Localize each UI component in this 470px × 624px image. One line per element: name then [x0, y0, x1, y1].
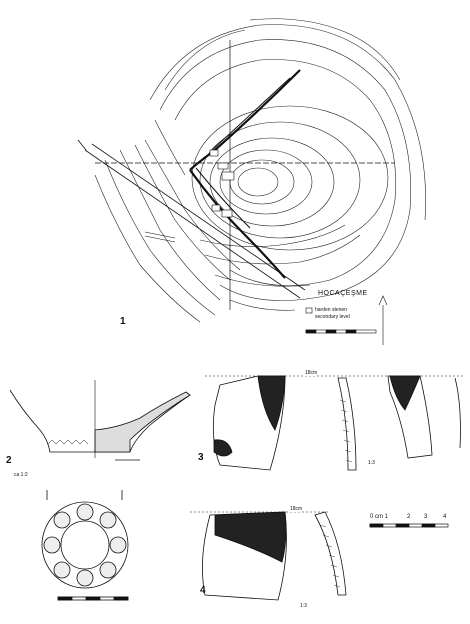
figure-2-number: 2: [6, 455, 12, 466]
figure-4-sherd: [190, 511, 347, 601]
trench-boxes: [209, 149, 235, 218]
figure-2-scale: ca 1:2: [14, 472, 28, 478]
trench-lines: [77, 40, 395, 310]
figure-4-number: 4: [200, 585, 206, 596]
scale-label-2: 2: [407, 514, 411, 520]
figure-2-profile: [9, 380, 191, 461]
figure-3-scale: 1:3: [368, 460, 375, 466]
contour-map: [94, 18, 426, 323]
legend-line-2: secondary level: [315, 314, 350, 320]
map-legend: [305, 295, 388, 345]
figure-4-rim: 18cm: [290, 506, 303, 512]
figure-3-sherds: [205, 375, 465, 471]
figure-1-number: 1: [120, 316, 126, 327]
figure-2-plan: [41, 490, 129, 601]
figure-4-scale: 1:3: [300, 603, 307, 609]
scale-label-3: 3: [424, 514, 428, 520]
scale-label-4: 4: [443, 514, 447, 520]
figure-3-rim: 18cm: [305, 370, 318, 376]
legend-line-1: harden stenen: [315, 307, 347, 313]
scale-label-0: 0 cm 1: [370, 514, 389, 520]
site-name: HOCAÇEŞME: [318, 290, 368, 297]
general-scale-bar: [369, 523, 449, 528]
figure-3-number: 3: [198, 452, 204, 463]
